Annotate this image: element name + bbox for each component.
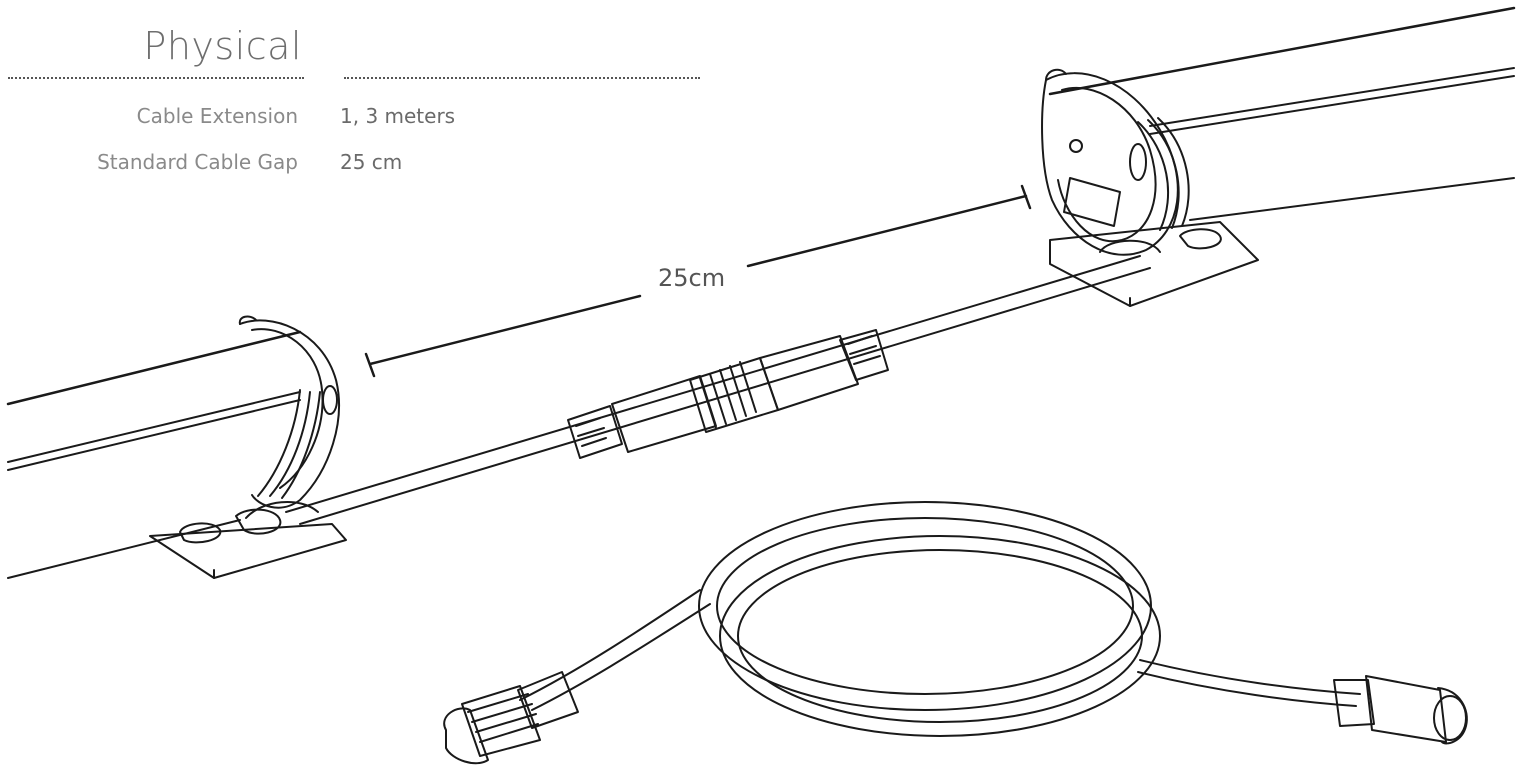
spec-value-cable-extension: 1, 3 meters [340,104,456,128]
connected-cable [285,255,1151,525]
right-fixture [1041,6,1516,307]
spec-label-cable-gap: Standard Cable Gap [97,150,298,174]
divider-right [344,77,700,79]
spec-panel: Physical Cable Extension 1, 3 meters Sta… [0,0,720,200]
spec-label-cable-extension: Cable Extension [136,104,298,128]
spec-value-cable-gap: 25 cm [340,150,403,174]
coiled-extension-cable [443,501,1468,765]
gap-dimension-label: 25cm [658,264,725,292]
divider-left [8,77,304,79]
left-fixture [6,315,347,579]
gap-dimension-line [364,184,1032,378]
section-title: Physical [143,24,302,68]
